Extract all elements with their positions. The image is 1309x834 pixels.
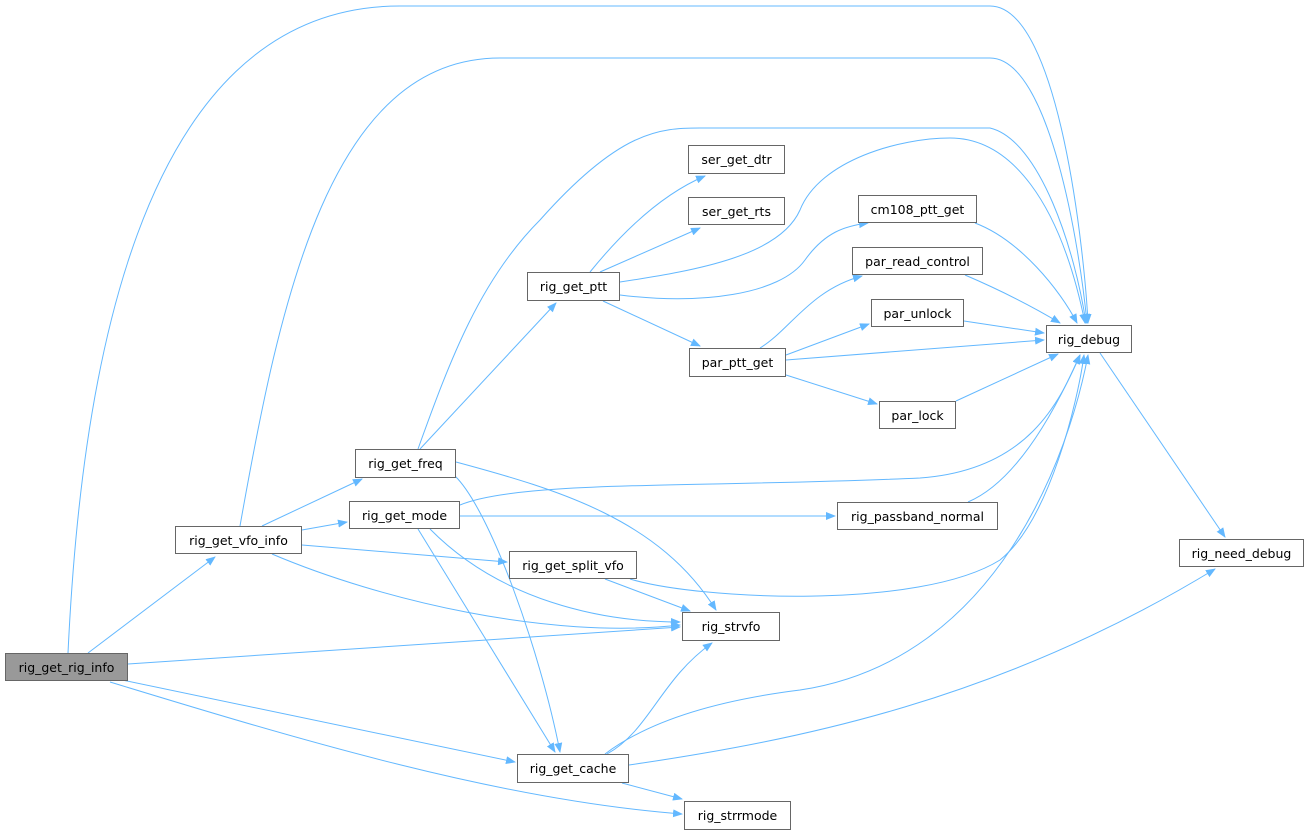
node-label: par_unlock [883, 305, 952, 321]
node-rig-debug[interactable]: rig_debug [1046, 325, 1132, 353]
node-rig-strrmode[interactable]: rig_strrmode [684, 801, 791, 830]
edge-rig_get_cache-to-rig_strvfo [606, 642, 713, 755]
node-rig-get-rig-info[interactable]: rig_get_rig_info [5, 653, 128, 681]
edge-rig_get_mode-to-rig_debug [459, 354, 1081, 506]
node-label: rig_strvfo [701, 619, 761, 634]
edge-rig_get_rig_info-to-rig_strvfo [127, 623, 681, 665]
edge-rig_get_ptt-to-par_ptt_get [602, 300, 701, 347]
node-label: par_ptt_get [701, 355, 774, 370]
edge-rig_get_mode-to-rig_strvfo [429, 528, 681, 626]
node-rig-get-split-vfo[interactable]: rig_get_split_vfo [509, 551, 637, 579]
node-rig-get-freq[interactable]: rig_get_freq [355, 449, 456, 478]
node-par-unlock[interactable]: par_unlock [871, 299, 964, 327]
edge-rig_get_split_vfo-to-rig_strvfo [604, 578, 691, 612]
node-label: rig_need_debug [1191, 545, 1292, 561]
node-label: rig_get_split_vfo [522, 557, 624, 573]
edge-par_ptt_get-to-par_lock [785, 374, 878, 406]
edge-rig_get_rig_info-to-rig_get_vfo_info [87, 556, 216, 654]
edge-par_lock-to-rig_debug [955, 353, 1059, 402]
node-ser-get-rts[interactable]: ser_get_rts [688, 197, 785, 225]
node-par-read-control[interactable]: par_read_control [852, 247, 983, 275]
node-label: rig_get_freq [368, 456, 443, 471]
edge-rig_passband_normal-to-rig_debug [967, 354, 1081, 503]
node-par-lock[interactable]: par_lock [879, 401, 956, 429]
node-rig-need-debug[interactable]: rig_need_debug [1179, 539, 1304, 567]
edge-rig_get_freq-to-rig_strvfo [455, 461, 717, 611]
edge-rig_get_rig_info-to-rig_debug [67, 5, 1092, 654]
edge-rig_get_vfo_info-to-rig_get_freq [261, 478, 363, 527]
node-label: ser_get_dtr [701, 152, 772, 167]
edge-rig_get_cache-to-rig_debug [604, 354, 1091, 755]
node-label: ser_get_rts [702, 203, 771, 219]
edge-rig_get_rig_info-to-rig_get_cache [121, 679, 516, 765]
node-label: rig_get_vfo_info [189, 532, 288, 548]
node-label: rig_debug [1057, 331, 1121, 347]
node-rig-passband-normal[interactable]: rig_passband_normal [837, 502, 998, 530]
edge-rig_get_split_vfo-to-rig_debug [629, 354, 1087, 597]
node-label: cm108_ptt_get [870, 201, 965, 217]
edge-rig_get_vfo_info-to-rig_strvfo [271, 553, 681, 631]
node-label: par_lock [891, 407, 944, 423]
edge-rig_get_freq-to-rig_get_ptt [419, 302, 557, 450]
edge-rig_get_vfo_info-to-rig_debug [239, 57, 1091, 527]
edge-rig_get_rig_info-to-rig_strrmode [109, 681, 683, 818]
node-rig-get-ptt[interactable]: rig_get_ptt [527, 272, 620, 301]
edge-par_ptt_get-to-par_unlock [785, 323, 870, 356]
edge-rig_get_ptt-to-ser_get_rts [599, 227, 701, 273]
node-cm108-ptt-get[interactable]: cm108_ptt_get [858, 195, 977, 223]
node-label: rig_passband_normal [851, 508, 984, 524]
node-par-ptt-get[interactable]: par_ptt_get [689, 348, 786, 377]
node-rig-strvfo[interactable]: rig_strvfo [682, 612, 780, 641]
edge-par_read_control-to-rig_debug [964, 274, 1061, 324]
edge-par_ptt_get-to-rig_debug [785, 336, 1045, 361]
edge-rig_get_freq-to-rig_debug [417, 127, 1089, 450]
edge-rig_get_ptt-to-rig_debug [619, 137, 1088, 324]
edge-rig_get_vfo_info-to-rig_get_mode [301, 519, 348, 531]
node-label: rig_get_ptt [539, 279, 608, 294]
edge-rig_get_cache-to-rig_strrmode [621, 782, 683, 801]
edge-rig_debug-to-rig_need_debug [1099, 352, 1226, 538]
node-rig-get-vfo-info[interactable]: rig_get_vfo_info [175, 526, 302, 554]
edge-par_unlock-to-rig_debug [963, 320, 1045, 336]
edge-par_ptt_get-to-par_read_control [759, 274, 863, 349]
edge-cm108_ptt_get-to-rig_debug [974, 222, 1078, 324]
edge-rig_get_freq-to-rig_get_cache [454, 475, 563, 753]
edge-rig_get_ptt-to-ser_get_dtr [589, 175, 706, 273]
edge-rig_get_mode-to-rig_get_cache [417, 528, 556, 753]
node-label: rig_get_rig_info [18, 659, 115, 675]
node-label: rig_strrmode [697, 808, 778, 823]
edge-rig_get_ptt-to-cm108_ptt_get [619, 220, 869, 300]
edge-rig_get_vfo_info-to-rig_get_split_vfo [301, 544, 508, 566]
node-label: rig_get_cache [529, 761, 617, 776]
node-label: par_read_control [865, 253, 970, 269]
node-label: rig_get_mode [361, 507, 448, 523]
node-ser-get-dtr[interactable]: ser_get_dtr [688, 145, 785, 174]
node-rig-get-mode[interactable]: rig_get_mode [349, 501, 460, 529]
edge-rig_get_cache-to-rig_need_debug [628, 568, 1216, 766]
node-rig-get-cache[interactable]: rig_get_cache [517, 754, 629, 783]
